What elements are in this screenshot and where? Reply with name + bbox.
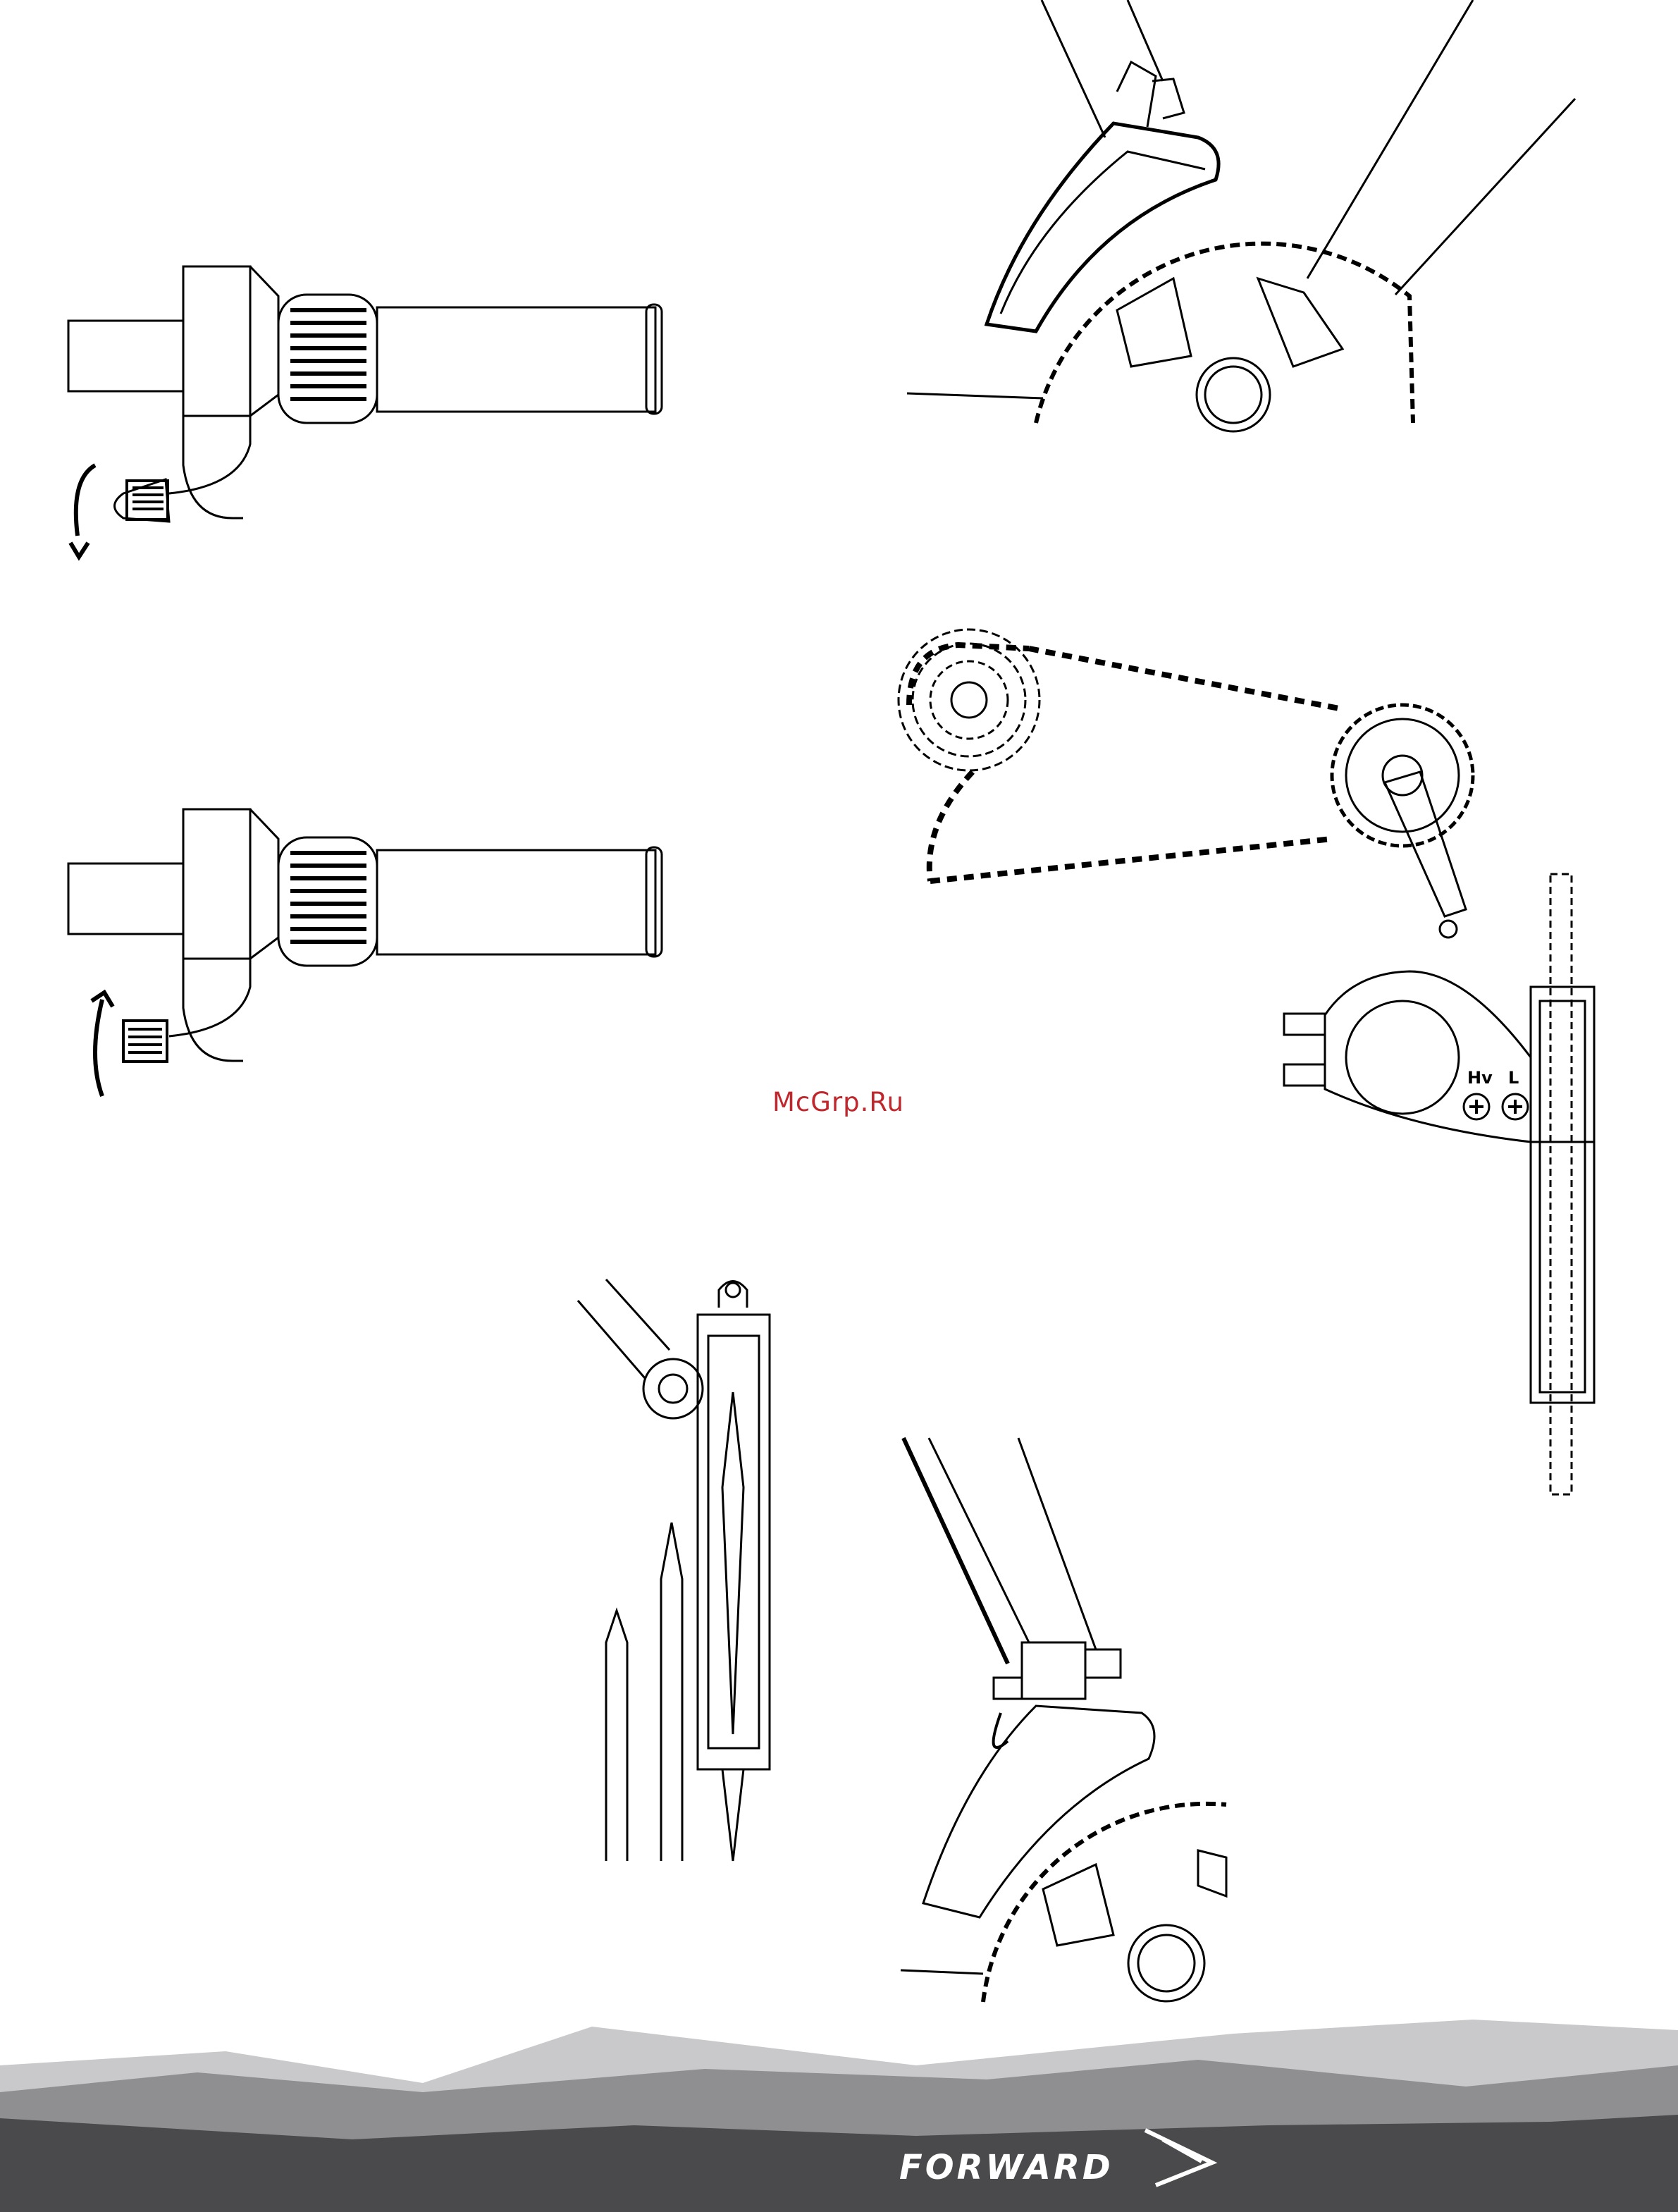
chain-drivetrain [899, 629, 1473, 938]
twist-shifter-top [68, 266, 662, 557]
watermark-link[interactable]: McGrp.Ru [772, 1087, 904, 1117]
cable-crimp [578, 1279, 770, 1861]
brand-logo: FORWARD [899, 2148, 1113, 2187]
twist-shifter-bottom [68, 809, 662, 1096]
low-limit-label: L [1508, 1068, 1519, 1088]
high-limit-label: Hv [1467, 1068, 1493, 1088]
front-derailleur-top [907, 0, 1575, 431]
front-derailleur-bottom [901, 1438, 1226, 2002]
derailleur-clamp [1284, 874, 1594, 1494]
footer-band [0, 2020, 1678, 2212]
